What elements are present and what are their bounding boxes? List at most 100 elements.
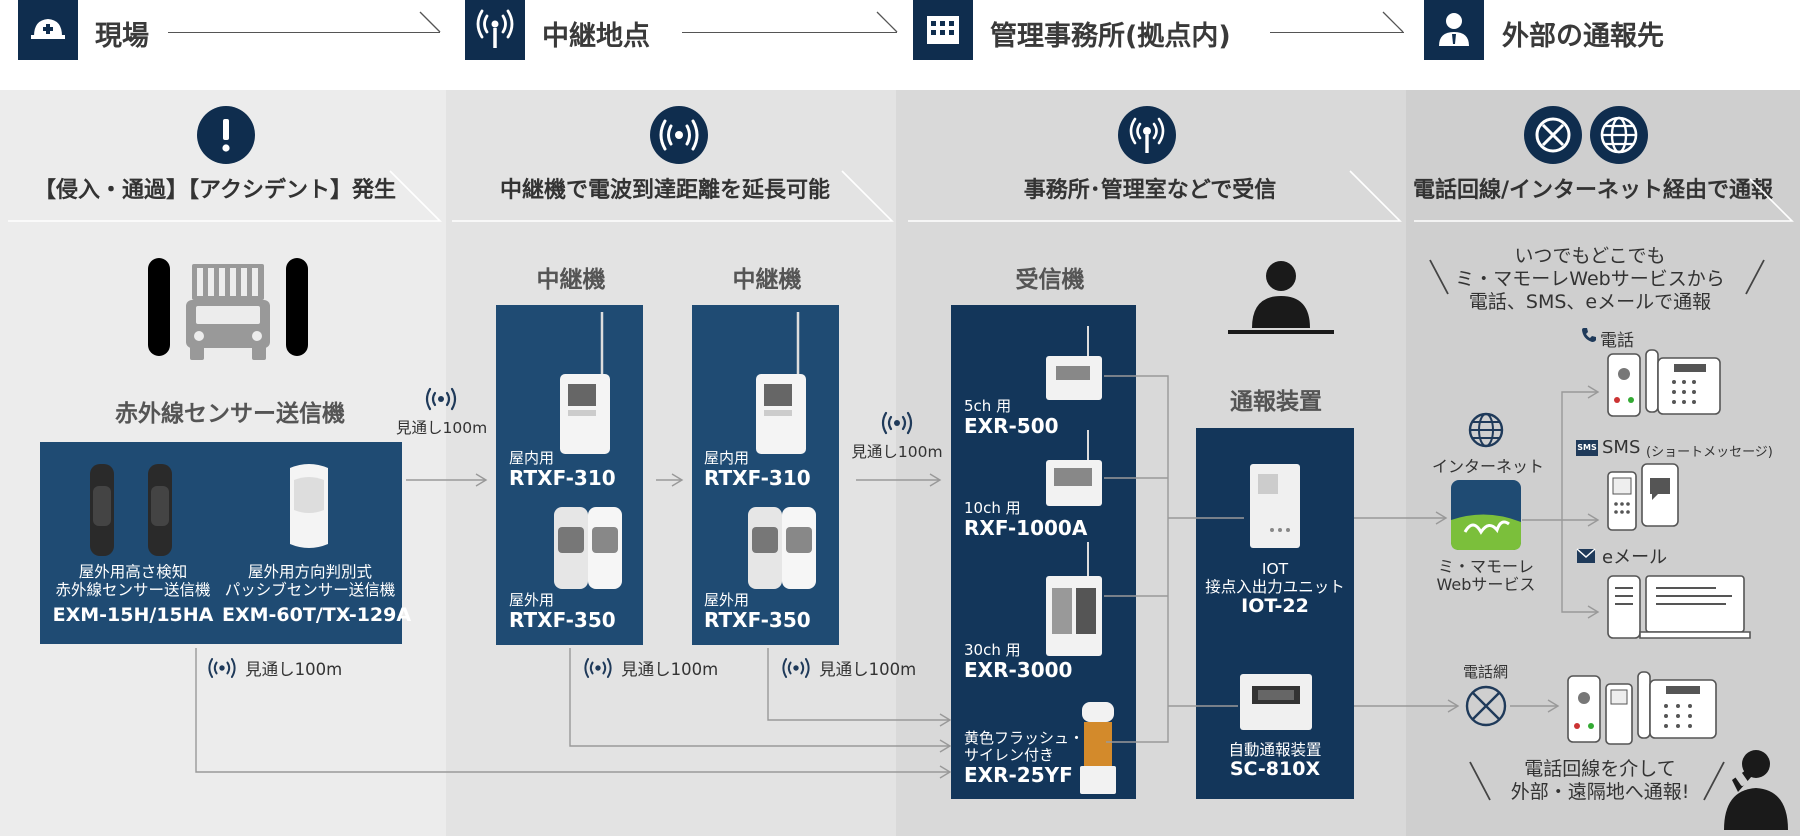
sms-badge-icon: SMS bbox=[1576, 440, 1598, 456]
notifier-title: 通報装置 bbox=[1230, 389, 1322, 415]
field-device-1-desc1: 屋外用高さ検知 bbox=[78, 563, 188, 581]
bottom-callout: 電話回線を介して 外部・遠隔地へ通報! bbox=[1480, 758, 1720, 804]
receiver-25yf-image bbox=[1078, 700, 1118, 800]
person-icon bbox=[1424, 0, 1484, 60]
repeater-2-outdoor-image bbox=[746, 503, 818, 597]
phase-label-3: 事務所･管理室などで受信 bbox=[1023, 178, 1277, 203]
sms-devices-image bbox=[1606, 462, 1682, 536]
repeater-2-outdoor-model: RTXF-350 bbox=[704, 607, 811, 632]
receiver-3000-image bbox=[1044, 542, 1104, 664]
arrow-head-1 bbox=[419, 11, 441, 33]
receiver-3000-ch: 30ch 用 bbox=[964, 641, 1021, 659]
receiver-1000a-label: 10ch 用 RXF-1000A bbox=[964, 500, 1087, 539]
step-header: 現場 中継地点 管理事務所(拠点内) 外部の通報先 bbox=[0, 0, 1800, 90]
receiver-500-ch: 5ch 用 bbox=[964, 397, 1012, 415]
person-on-phone-icon bbox=[1712, 746, 1792, 834]
signal-small-icon bbox=[782, 658, 810, 678]
service-label: ミ・マモーレ Webサービス bbox=[1426, 558, 1546, 593]
los-3: 見通し100m bbox=[204, 656, 342, 680]
arrow-head-2 bbox=[876, 11, 898, 33]
phone-network-x-icon bbox=[1464, 684, 1508, 732]
network-phones-image bbox=[1566, 670, 1720, 752]
step-arrow-2 bbox=[682, 32, 897, 33]
broadcast-icon bbox=[1118, 106, 1176, 164]
beam-sensor-image bbox=[84, 460, 180, 564]
field-device-1-model: EXM-15H/15HA bbox=[52, 604, 214, 626]
iot-label: IOT 接点入出力ユニット bbox=[1196, 560, 1354, 597]
los-1-label: 見通し100m bbox=[396, 419, 488, 437]
phase-label-1: 【侵入・通過】【アクシデント】発生 bbox=[34, 178, 396, 203]
service-label-2: Webサービス bbox=[1436, 574, 1536, 594]
phase-label-2: 中継機で電波到達距離を延長可能 bbox=[499, 178, 830, 203]
alert-icon bbox=[197, 106, 255, 164]
bottom-slashes bbox=[1468, 760, 1730, 810]
internet-label: インターネット bbox=[1432, 457, 1545, 476]
service-label-1: ミ・マモーレ bbox=[1437, 557, 1534, 576]
phone-label: 電話 bbox=[1600, 331, 1634, 351]
repeater-2-outdoor-type: 屋外用 bbox=[704, 591, 750, 609]
receiver-25yf-model: EXR-25YF bbox=[964, 762, 1073, 787]
mimamore-logo-icon bbox=[1451, 480, 1521, 554]
iot-name: IOT bbox=[1261, 560, 1289, 578]
receiver-25yf-desc2: サイレン付き bbox=[964, 745, 1055, 764]
los-1: 見通し100m bbox=[396, 386, 488, 438]
field-device-1-desc: 屋外用高さ検知 赤外線センサー送信機 bbox=[48, 563, 218, 600]
los-5-label: 見通し100m bbox=[819, 660, 917, 679]
bottom-line-2: 外部・遠隔地へ通報! bbox=[1510, 781, 1690, 804]
repeater-2-indoor-model: RTXF-310 bbox=[704, 465, 811, 490]
los-3-label: 見通し100m bbox=[245, 660, 343, 679]
internet-globe-icon bbox=[1466, 410, 1506, 454]
repeater-1-title: 中継機 bbox=[536, 267, 606, 293]
repeater-1-indoor-label: 屋内用 RTXF-310 bbox=[509, 450, 616, 489]
tagline-line-1: いつでもどこでも bbox=[1514, 245, 1666, 267]
phone-network-icon bbox=[1524, 106, 1582, 164]
passive-sensor-image bbox=[284, 460, 334, 560]
los-2-label: 見通し100m bbox=[851, 443, 943, 461]
repeater-1-outdoor-label: 屋外用 RTXF-350 bbox=[509, 592, 616, 631]
phone-network-label: 電話網 bbox=[1463, 663, 1509, 681]
phase-underlines bbox=[8, 170, 1794, 222]
sms-badge-text: SMS bbox=[1577, 443, 1597, 452]
step-label-relay: 中継地点 bbox=[542, 21, 650, 52]
step-label-external: 外部の通報先 bbox=[1502, 21, 1664, 52]
repeater-1-indoor-image bbox=[556, 312, 616, 462]
tagline-slashes bbox=[1428, 258, 1768, 312]
repeater-1-outdoor-image bbox=[552, 503, 624, 597]
receiver-3000-label: 30ch 用 EXR-3000 bbox=[964, 642, 1072, 681]
repeater-2-title: 中継機 bbox=[732, 267, 802, 293]
step-label-office: 管理事務所(拠点内) bbox=[990, 21, 1231, 52]
signal-small-icon bbox=[208, 658, 236, 678]
helmet-icon bbox=[18, 0, 78, 60]
repeater-1-indoor-model: RTXF-310 bbox=[509, 465, 616, 490]
sms-note: (ショートメッセージ) bbox=[1646, 445, 1773, 460]
field-device-2-desc1: 屋外用方向判別式 bbox=[247, 563, 372, 581]
repeater-2-indoor-image bbox=[752, 312, 812, 462]
receiver-1000a-image bbox=[1044, 430, 1104, 514]
globe-icon bbox=[1590, 106, 1648, 164]
receiver-1000a-ch: 10ch 用 bbox=[964, 499, 1021, 517]
receiver-1000a-model: RXF-1000A bbox=[964, 515, 1088, 540]
repeater-2-indoor-label: 屋内用 RTXF-310 bbox=[704, 450, 811, 489]
field-device-2-model: EXM-60T/TX-129A bbox=[222, 604, 412, 626]
step-label-field: 現場 bbox=[95, 21, 149, 52]
repeater-2-outdoor-label: 屋外用 RTXF-350 bbox=[704, 592, 811, 631]
truck-illustration bbox=[146, 256, 310, 370]
step-arrow-1 bbox=[168, 32, 440, 33]
receiver-25yf-desc1: 黄色フラッシュ・ bbox=[964, 729, 1085, 747]
receiver-3000-model: EXR-3000 bbox=[964, 657, 1073, 682]
phone-devices-image bbox=[1606, 348, 1724, 424]
field-device-1-desc2: 赤外線センサー送信機 bbox=[55, 580, 211, 599]
auto-dialer-image bbox=[1238, 672, 1314, 736]
repeater-1-outdoor-model: RTXF-350 bbox=[509, 607, 616, 632]
phone-small-icon bbox=[1580, 326, 1598, 348]
signal-small-icon bbox=[584, 658, 612, 678]
email-devices-image bbox=[1606, 572, 1752, 646]
receiver-500-label: 5ch 用 EXR-500 bbox=[964, 398, 1059, 437]
tagline-line-3: 電話、SMS、eメールで通報 bbox=[1468, 290, 1712, 313]
auto-dialer-model: SC-810X bbox=[1229, 758, 1321, 780]
field-device-2-desc2: パッシブセンサー送信機 bbox=[224, 580, 396, 599]
bottom-line-1: 電話回線を介して bbox=[1524, 758, 1676, 780]
receiver-title: 受信機 bbox=[1015, 267, 1085, 293]
arrow-head-3 bbox=[1382, 11, 1404, 33]
